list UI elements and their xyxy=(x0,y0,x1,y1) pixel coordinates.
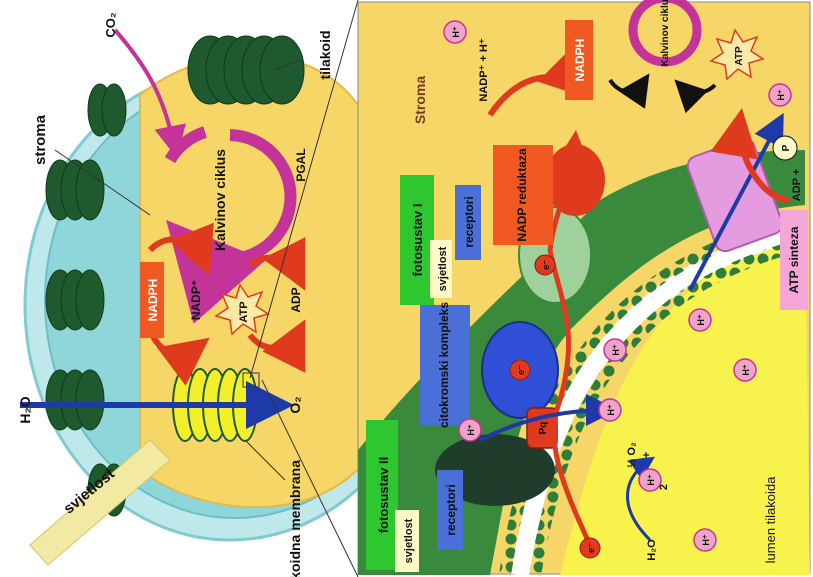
label-co2: CO₂ xyxy=(103,12,118,38)
label-proton-8: H⁺ xyxy=(701,534,711,545)
label-adp-plus: ADP + xyxy=(791,169,803,202)
label-svjetlost-i: svjetlost xyxy=(437,246,449,291)
label-nadph-left: NADPH xyxy=(146,279,160,322)
label-electron-2: e⁻ xyxy=(516,365,526,375)
label-electron-1: e⁻ xyxy=(586,543,596,553)
grana-stack-tilakoid xyxy=(188,36,304,104)
label-pq: Pq xyxy=(538,422,549,435)
label-plus: + xyxy=(641,452,653,458)
stroma-region xyxy=(140,55,385,507)
label-adp-left: ADP xyxy=(289,287,303,312)
label-o2-half: ½ O₂ xyxy=(626,442,638,468)
label-stroma-left: stroma xyxy=(32,114,49,165)
label-kalvinov-ciklus-left: Kalvinov ciklus xyxy=(212,149,228,251)
label-receptori-i: receptori xyxy=(462,196,476,247)
label-h2o-right: H₂O xyxy=(646,539,658,561)
label-atp-sinteza: ATP sinteza xyxy=(787,226,801,293)
label-proton-6: H⁺ xyxy=(741,364,751,375)
label-phosphate: P xyxy=(781,144,792,151)
label-pgal: PGAL xyxy=(294,148,308,181)
label-two: 2 xyxy=(658,484,670,490)
label-lumen-tilakoida: lumen tilakoida xyxy=(763,476,778,563)
label-proton-5: H⁺ xyxy=(611,344,621,355)
label-atp-right: ATP xyxy=(734,46,745,66)
label-fotosustav-i: fotosustav I xyxy=(410,204,425,277)
label-tilakoidna-membrana: tilakoidna membrana xyxy=(287,460,303,577)
label-h2o: H₂O xyxy=(17,396,33,423)
label-stroma-right: Stroma xyxy=(412,76,428,124)
label-receptori-ii: receptori xyxy=(444,484,458,535)
membrane-zoom-panel: Stroma lumen tilakoida fotosustav II rec… xyxy=(358,0,810,575)
label-nadph-right: NADPH xyxy=(573,39,587,82)
label-proton-9: H⁺ xyxy=(646,474,656,485)
label-proton-7: H⁺ xyxy=(606,404,616,415)
label-proton-2: H⁺ xyxy=(451,26,461,37)
label-electron-3: e⁻ xyxy=(541,260,551,270)
label-kalvinov-ciklus-right: Kalvinov ciklus xyxy=(660,0,671,66)
label-o2: O₂ xyxy=(287,396,303,413)
label-atp-left: ATP xyxy=(238,301,250,322)
label-proton-3: H⁺ xyxy=(776,89,786,100)
label-tilakoid: tilakoid xyxy=(317,30,333,79)
label-proton-1: H⁺ xyxy=(466,424,476,435)
label-nadp-reduktaza: NADP reduktaza xyxy=(515,148,529,241)
label-nadp-left: NADP⁺ xyxy=(189,280,203,320)
label-citokromski-kompleks: citokromski kompleks xyxy=(437,302,451,428)
label-nadp-h: NADP⁺ + H⁺ xyxy=(478,38,490,101)
label-fotosustav-ii: fotosustav II xyxy=(376,457,391,534)
label-proton-4: H⁺ xyxy=(696,314,706,325)
label-svjetlost-ii: svjetlost xyxy=(403,518,415,563)
